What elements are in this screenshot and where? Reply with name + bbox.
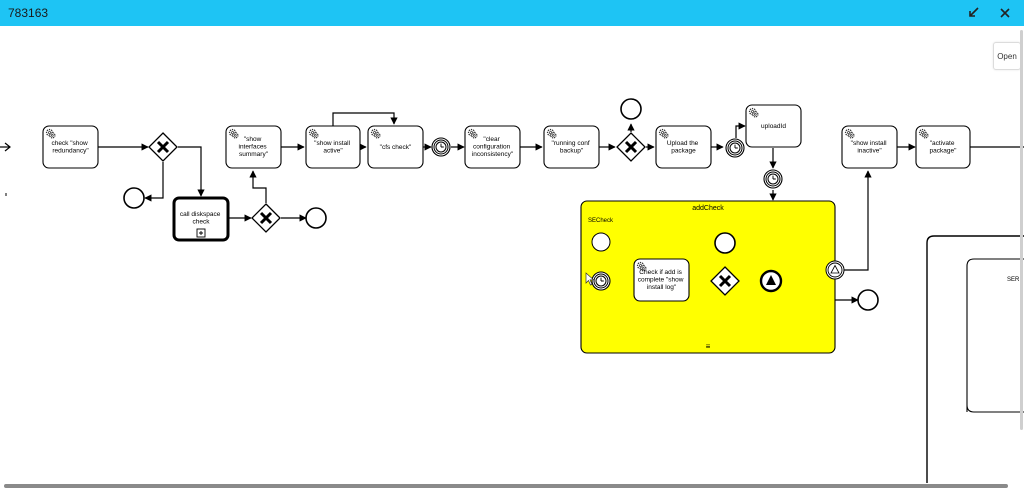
start-event[interactable] xyxy=(591,232,611,252)
end-event[interactable] xyxy=(305,207,327,229)
task-label: "show install inactive" xyxy=(851,140,889,155)
task-show-install-inactive[interactable]: "show install inactive" xyxy=(841,125,898,169)
task-cfs-check[interactable]: "cfs check" xyxy=(367,125,424,169)
task-activate-package[interactable]: "activate package" xyxy=(915,125,971,169)
title-bar: 783163 xyxy=(0,0,1024,26)
exclusive-gateway[interactable] xyxy=(616,132,646,162)
task-upload-package[interactable]: Upload the package xyxy=(655,125,712,169)
sequence-flows xyxy=(0,112,1024,322)
horizontal-scrollbar[interactable] xyxy=(4,484,1008,488)
pool-container[interactable]: SER xyxy=(926,235,1024,483)
task-label: uploadId xyxy=(761,123,786,130)
bpmn-diagram[interactable]: check "show redundancy" call diskspace c… xyxy=(0,26,1024,483)
mouse-cursor-icon xyxy=(585,272,595,286)
pool-label: SER xyxy=(1007,277,1020,283)
close-icon xyxy=(1000,8,1010,18)
task-label: Check if add is complete "show install l… xyxy=(638,269,685,291)
task-label: "activate package" xyxy=(930,140,958,155)
end-event[interactable] xyxy=(857,289,879,311)
task-label: Upload the package xyxy=(667,140,700,155)
exclusive-gateway[interactable] xyxy=(148,132,178,162)
timer-event-icon[interactable] xyxy=(763,169,783,189)
task-clear-configuration[interactable]: "clear configuration inconsistency" xyxy=(464,125,521,169)
exclusive-gateway[interactable] xyxy=(251,203,281,233)
task-label: call diskspace check xyxy=(180,211,222,226)
arrow-down-left-icon xyxy=(969,7,979,17)
event-subprocess-label: SECheck xyxy=(588,218,614,224)
task-show-install-active[interactable]: "show install active" xyxy=(305,125,361,169)
call-activity-diskspace[interactable]: call diskspace check xyxy=(172,196,230,242)
plus-icon xyxy=(199,231,203,235)
timer-event-icon[interactable] xyxy=(725,138,745,158)
timer-event-icon[interactable] xyxy=(591,271,611,291)
loop-marker-icon: ≡ xyxy=(706,342,711,351)
task-uploadid[interactable]: uploadId xyxy=(745,104,802,148)
window-title: 783163 xyxy=(8,6,49,20)
escalation-end-event[interactable] xyxy=(759,269,783,293)
end-event[interactable] xyxy=(620,98,642,120)
task-running-conf-backup[interactable]: "running conf backup" xyxy=(543,125,600,169)
escalation-icon xyxy=(830,264,840,274)
task-label: "show interfaces summary" xyxy=(239,136,269,158)
task-label: check "show redundancy" xyxy=(51,140,89,155)
end-event[interactable] xyxy=(714,232,736,254)
task-label: "clear configuration inconsistency" xyxy=(472,136,514,158)
close-button[interactable] xyxy=(994,3,1016,23)
task-check-redundancy[interactable]: check "show redundancy" xyxy=(42,125,99,169)
task-label: "running conf backup" xyxy=(552,140,592,155)
end-event[interactable] xyxy=(123,187,145,209)
escalation-icon xyxy=(766,275,776,285)
task-label: "cfs check" xyxy=(380,144,412,151)
boundary-escalation-event[interactable] xyxy=(825,260,845,280)
open-button-label: Open xyxy=(997,51,1017,61)
vertical-scrollbar[interactable] xyxy=(1020,30,1023,430)
minimize-button[interactable] xyxy=(963,3,985,23)
task-label: "show install active" xyxy=(314,140,352,155)
timer-event-icon[interactable] xyxy=(431,137,451,157)
subprocess-addcheck[interactable]: addCheck SECheck ≡ xyxy=(580,200,836,354)
subprocess-title: addCheck xyxy=(692,205,724,212)
task-check-add-complete[interactable]: Check if add is complete "show install l… xyxy=(633,258,690,302)
task-show-interfaces-summary[interactable]: "show interfaces summary" xyxy=(225,125,282,169)
open-button[interactable]: Open xyxy=(993,42,1021,70)
